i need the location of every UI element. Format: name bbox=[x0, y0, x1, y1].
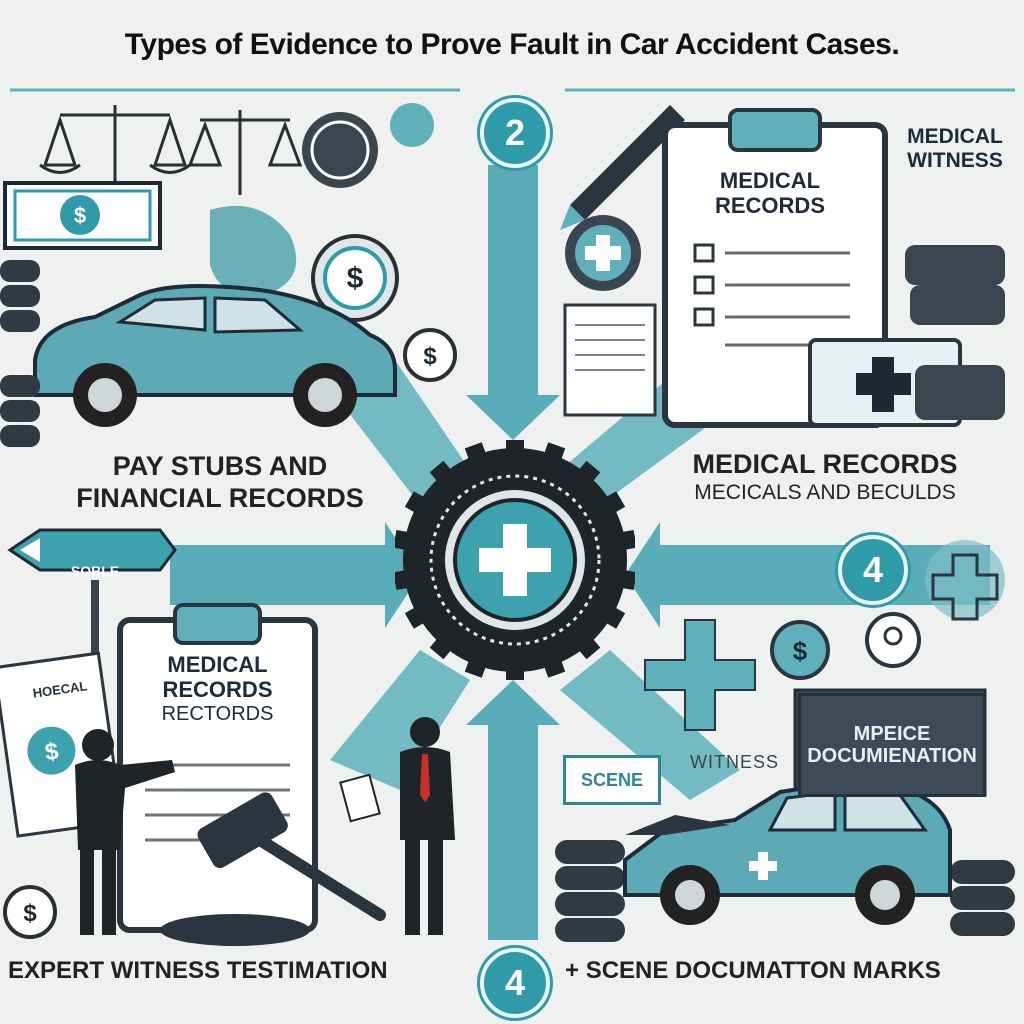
arrow-right bbox=[170, 522, 420, 628]
financial-illustration: $ $ $ bbox=[0, 103, 457, 447]
clipboard-line2: RECORDS bbox=[162, 677, 273, 703]
caption-medical: MEDICAL RECORDS MECICALS AND BECULDS bbox=[640, 448, 1010, 506]
svg-text:$: $ bbox=[23, 900, 37, 927]
medical-cross-icon bbox=[644, 540, 1005, 731]
dollar-coin-icon: $ $ bbox=[302, 103, 457, 382]
caption-financial-line2: FINANCIAL RECORDS bbox=[76, 483, 364, 514]
step-number-right: 4 bbox=[838, 535, 908, 605]
board-line2: DOCUMIENATION bbox=[807, 745, 977, 767]
caption-medical-line2: MECICALS AND BECULDS bbox=[694, 481, 956, 505]
car-icon bbox=[33, 284, 397, 427]
arrow-down bbox=[466, 165, 560, 440]
caption-financial: PAY STUBS AND FINANCIAL RECORDS bbox=[50, 450, 390, 515]
caption-scene-documentation: + SCENE DOCUMATTON MARKS bbox=[565, 957, 1015, 985]
pen-icon bbox=[560, 105, 685, 230]
caption-scene-text: SCENE DOCUMATTON MARKS bbox=[585, 957, 941, 984]
caption-prefix: + bbox=[565, 957, 580, 984]
caption-financial-line1: PAY STUBS AND bbox=[112, 451, 328, 481]
step-number-top: 2 bbox=[480, 98, 550, 168]
medical-illustration bbox=[560, 105, 1005, 428]
gavel-icon bbox=[160, 792, 386, 946]
witness-text: WITNESS bbox=[690, 752, 780, 772]
car-icon bbox=[623, 783, 952, 925]
medical-witness-label: MEDICAL WITNESS bbox=[907, 125, 1003, 173]
clipboard-label-medical-records: MEDICAL RECORDS bbox=[714, 168, 825, 219]
scene-documentation-illustration: $ bbox=[555, 540, 1015, 942]
medical-cross-icon bbox=[565, 215, 641, 291]
svg-text:$: $ bbox=[43, 738, 61, 767]
scales-icon bbox=[39, 105, 303, 195]
page-title: Types of Evidence to Prove Fault in Car … bbox=[124, 28, 900, 61]
clipboard-line3: RECTORDS bbox=[161, 702, 274, 725]
person-icon bbox=[339, 717, 455, 935]
caption-expert-witness: EXPERT WITNESS TESTIMATION bbox=[8, 957, 388, 984]
money-icon: $ bbox=[3, 181, 162, 250]
gear-icon bbox=[395, 440, 635, 680]
scene-tag: SCENE bbox=[563, 755, 661, 805]
svg-text:$: $ bbox=[74, 203, 86, 228]
clipboard-label-medical-records-bottom: MEDICAL RECORDS RECTORDS bbox=[130, 652, 305, 726]
caption-medical-line1: MEDICAL RECORDS bbox=[692, 449, 958, 479]
expert-witness-illustration: $ $ bbox=[0, 528, 455, 946]
svg-text:$: $ bbox=[423, 343, 437, 370]
svg-text:$: $ bbox=[793, 636, 808, 666]
svg-text:$: $ bbox=[347, 262, 364, 295]
clipboard-line1: MEDICAL bbox=[167, 652, 268, 677]
sign-label: SOBLE bbox=[70, 563, 120, 579]
tire-stack-icon bbox=[0, 260, 40, 447]
person-icon bbox=[75, 729, 175, 935]
arrow-up bbox=[466, 680, 560, 940]
documentation-board: MPEICE DOCUMIENATION bbox=[798, 693, 986, 797]
board-line1: MPEICE bbox=[853, 723, 931, 745]
step-number-bottom: 4 bbox=[480, 948, 550, 1018]
